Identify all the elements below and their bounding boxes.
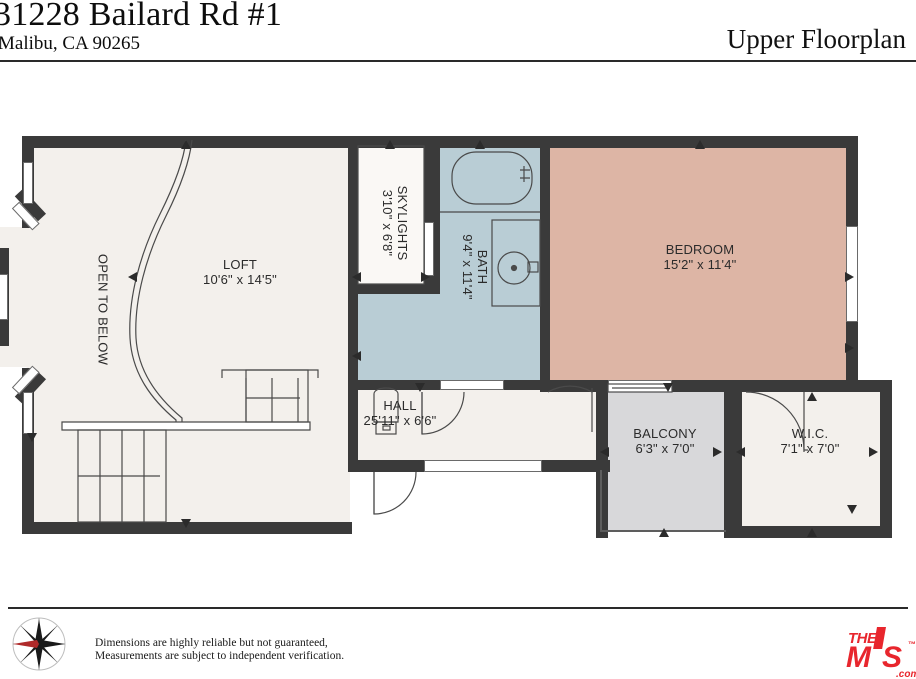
room-dimensions: 9'4" x 11'4" [460, 234, 475, 300]
footer-divider [8, 607, 908, 609]
door-swing-hall [373, 471, 417, 515]
compass-rose-icon [8, 613, 70, 675]
wall-skylight-left [348, 136, 358, 294]
wall-balcony-left [596, 380, 608, 538]
room-name: SKYLIGHTS [395, 185, 410, 261]
wall-hall-left [348, 380, 358, 472]
disclaimer: Dimensions are highly reliable but not g… [95, 637, 344, 662]
door-opening-bath-bottom [440, 380, 504, 390]
door-swing-bath [421, 391, 465, 435]
wall-skylight-right [424, 136, 434, 294]
the-mls-logo[interactable]: THE M S ™ .com [846, 627, 916, 679]
room-name: W.I.C. [791, 426, 829, 441]
room-label-wic: W.I.C. 7'1" x 7'0" [745, 426, 875, 456]
svg-text:.com: .com [896, 669, 916, 679]
room-floor-hall [348, 382, 606, 468]
room-name: HALL [383, 398, 417, 413]
wall-wic-top [730, 380, 892, 392]
room-label-hall: HALL 25'11" x 6'6" [320, 398, 480, 428]
wall-wic-left [730, 380, 742, 538]
page-title: 31228 Bailard Rd #1 [0, 0, 283, 33]
room-label-open-to-below: OPEN TO BELOW [96, 245, 111, 375]
wall-skylight-bottom [348, 284, 434, 294]
door-opening-hall-bottom [424, 460, 542, 472]
wall-bath-left-lower [348, 284, 358, 390]
room-dimensions: 15'2" x 11'4" [663, 257, 737, 272]
svg-text:M: M [846, 641, 872, 674]
room-dimensions: 6'3" x 7'0" [635, 441, 695, 456]
svg-text:THE: THE [848, 630, 878, 647]
room-floor-skylights [356, 146, 426, 286]
room-floor-hall-west [28, 382, 350, 522]
wall-bath-left-upper [430, 136, 440, 294]
balcony-rail-left [600, 470, 602, 532]
curved-railing [129, 139, 187, 428]
plan-title: Upper Floorplan [726, 24, 906, 54]
room-floor-bath-wing [352, 290, 540, 382]
room-dimensions: 10'6" x 14'5" [203, 272, 277, 287]
dimension-arrows [27, 140, 878, 537]
room-label-bath: BATH 9'4" x 11'4" [460, 202, 490, 332]
plan-linework [27, 139, 878, 537]
disclaimer-line-2: Measurements are subject to independent … [95, 649, 345, 662]
svg-text:™: ™ [908, 640, 916, 649]
room-name: BEDROOM [665, 242, 735, 257]
wall-exterior-bottom-left [22, 522, 352, 534]
room-dimensions: 7'1" x 7'0" [780, 441, 840, 456]
room-name: OPEN TO BELOW [95, 253, 111, 366]
header-subtitle: Malibu, CA 90265 [0, 33, 140, 54]
room-floor-wic [740, 384, 880, 530]
header: 31228 Bailard Rd #1 Malibu, CA 90265 Upp… [0, 0, 916, 62]
wall-wic-right [880, 380, 892, 538]
room-label-skylights: SKYLIGHTS 3'10" x 6'8" [380, 158, 410, 288]
svg-text:S: S [882, 641, 902, 674]
room-name: LOFT [222, 257, 258, 272]
wall-bedroom-left [540, 136, 550, 392]
disclaimer-line-1: Dimensions are highly reliable but not g… [95, 637, 328, 649]
header-divider [0, 60, 916, 62]
window-left-bay-mid [0, 274, 8, 320]
room-name: BALCONY [633, 426, 697, 441]
room-label-bedroom: BEDROOM 15'2" x 11'4" [620, 242, 780, 272]
room-label-balcony: BALCONY 6'3" x 7'0" [600, 426, 730, 456]
window-left-bay-top [23, 162, 33, 204]
room-label-loft: LOFT 10'6" x 14'5" [175, 257, 305, 287]
door-swing-bedroom [547, 385, 593, 394]
room-dimensions: 3'10" x 6'8" [380, 189, 395, 257]
room-dimensions: 25'11" x 6'6" [363, 413, 437, 428]
room-floor-bedroom [548, 146, 848, 382]
room-floor-balcony [606, 384, 724, 530]
room-name: BATH [475, 249, 490, 285]
floorplan-drawing: OPEN TO BELOW LOFT 10'6" x 14'5" SKYLIGH… [0, 62, 916, 607]
